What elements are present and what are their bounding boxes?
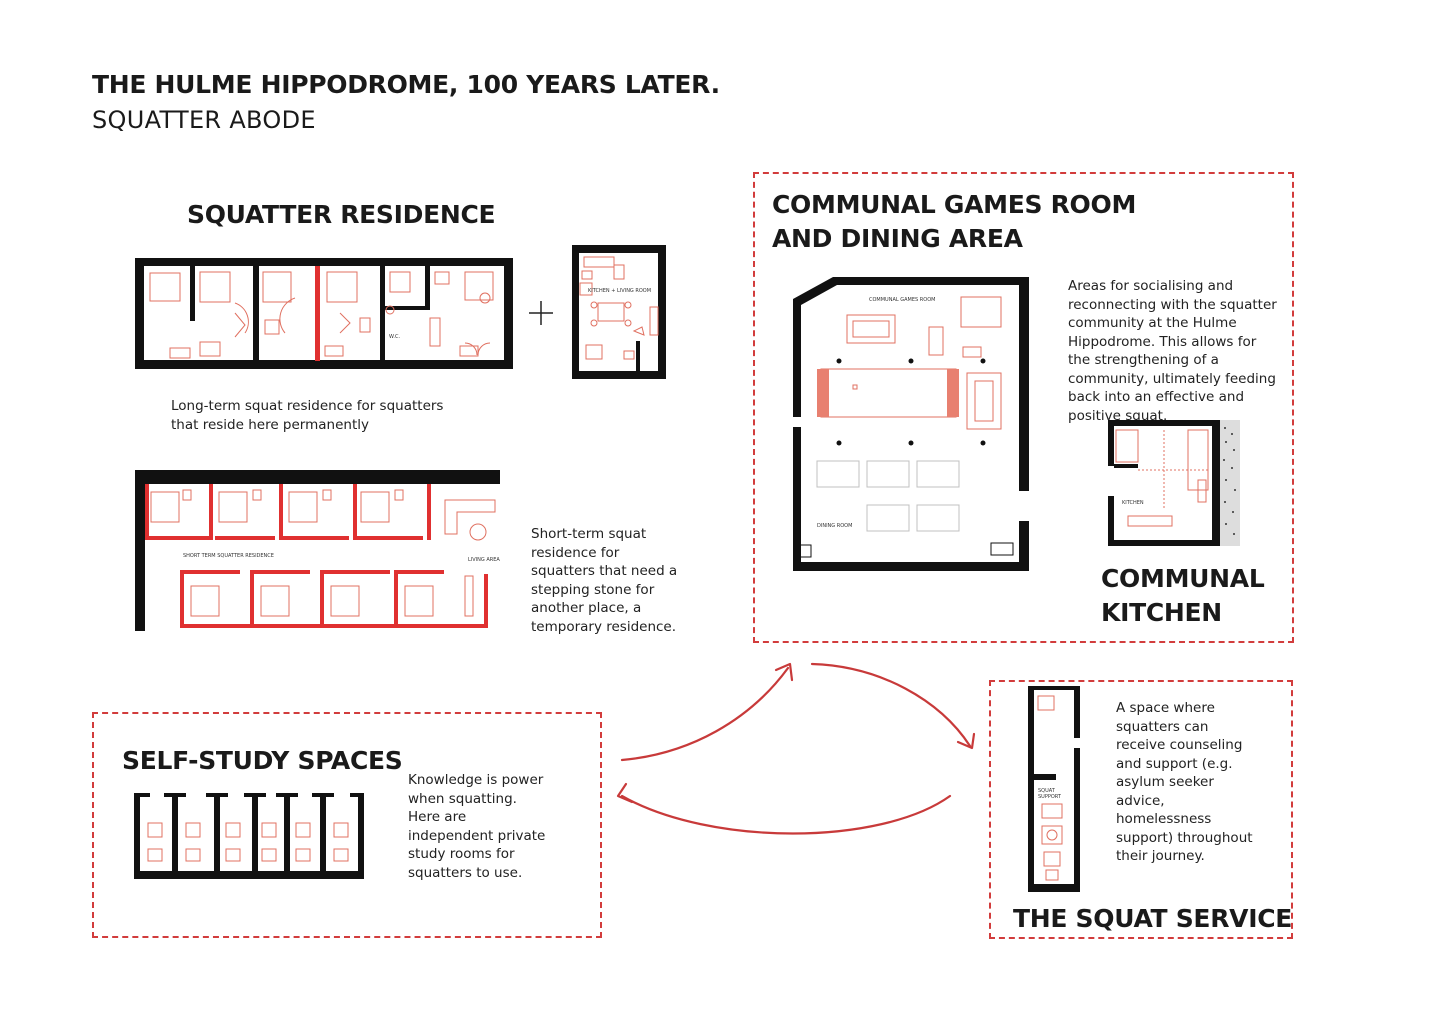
short-term-plan-label: SHORT TERM SQUATTER RESIDENCE bbox=[183, 553, 274, 559]
squat-service-heading: THE SQUAT SERVICE bbox=[1013, 904, 1293, 933]
games-dining-plan: COMMUNAL GAMES ROOM DINING ROOM bbox=[793, 277, 1029, 571]
squat-service-frame bbox=[989, 680, 1293, 939]
communal-games-description: Areas for socialising and reconnecting w… bbox=[1068, 278, 1277, 424]
squat-support-label-line1: SQUAT bbox=[1038, 788, 1056, 794]
self-study-plan bbox=[134, 793, 364, 879]
dining-room-label: DINING ROOM bbox=[817, 523, 852, 529]
squatter-residence-heading: SQUATTER RESIDENCE bbox=[187, 200, 496, 229]
self-study-description: Knowledge is power when squatting. Here … bbox=[408, 772, 546, 881]
short-term-residence-plan: SHORT TERM SQUATTER RESIDENCE LIVING ARE… bbox=[135, 470, 500, 631]
kitchen-living-label: KITCHEN + LIVING ROOM bbox=[588, 288, 651, 294]
living-area-label: LIVING AREA bbox=[468, 557, 500, 563]
squat-service-description: A space where squatters can receive coun… bbox=[1116, 700, 1253, 864]
short-term-description: Short-term squat residence for squatters… bbox=[531, 526, 678, 635]
kitchen-plan-label: KITCHEN bbox=[1122, 500, 1144, 506]
self-study-heading: SELF-STUDY SPACES bbox=[122, 746, 403, 775]
arrow-games-to-service bbox=[810, 662, 972, 748]
communal-kitchen-heading-line2: KITCHEN bbox=[1101, 598, 1222, 627]
games-room-label: COMMUNAL GAMES ROOM bbox=[869, 297, 935, 303]
arrow-study-to-games bbox=[620, 666, 790, 762]
self-study-frame bbox=[92, 712, 602, 938]
kitchen-living-plan: KITCHEN + LIVING ROOM bbox=[572, 245, 666, 379]
cycle-arrows bbox=[616, 662, 976, 835]
communal-kitchen-heading-line1: COMMUNAL bbox=[1101, 564, 1265, 593]
squat-support-label-line2: SUPPORT bbox=[1038, 794, 1062, 800]
long-term-description: Long-term squat residence for squatters … bbox=[171, 398, 444, 433]
communal-games-heading-line1: COMMUNAL GAMES ROOM bbox=[772, 190, 1137, 219]
arrow-service-to-study bbox=[620, 794, 952, 835]
wc-label: W.C. bbox=[389, 334, 400, 340]
page-title: THE HULME HIPPODROME, 100 YEARS LATER. bbox=[92, 70, 720, 99]
plus-icon bbox=[529, 301, 553, 325]
squat-service-plan: SQUAT SUPPORT bbox=[1028, 686, 1080, 892]
communal-games-heading-line2: AND DINING AREA bbox=[772, 224, 1023, 253]
communal-games-frame bbox=[753, 172, 1294, 643]
page-subtitle: SQUATTER ABODE bbox=[92, 106, 316, 134]
long-term-residence-plan: W.C. bbox=[135, 258, 513, 369]
communal-kitchen-plan: KITCHEN bbox=[1108, 420, 1240, 546]
